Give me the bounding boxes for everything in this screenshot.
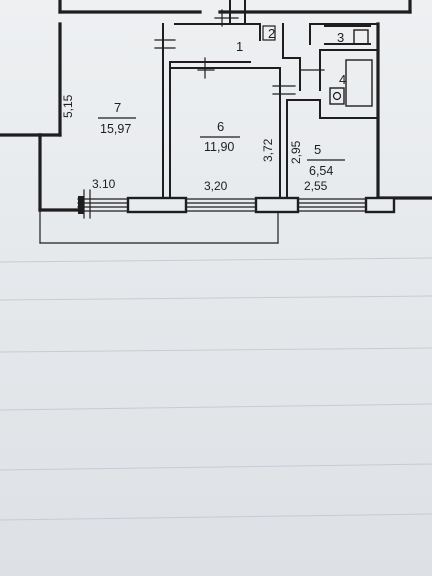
cabinet-icon: [262, 25, 276, 41]
windows: [77, 196, 396, 214]
exterior-walls: [0, 0, 432, 212]
room-6-number: 6: [217, 119, 224, 134]
room-6-area: 11,90: [204, 140, 234, 154]
window-pier: [78, 196, 84, 214]
dimension-room-7-height: 5,15: [61, 94, 75, 118]
room-2-number: 2: [268, 26, 275, 41]
bathtub-icon: [345, 59, 373, 107]
room-1-number: 1: [236, 39, 243, 54]
room-5-area: 6,54: [309, 164, 333, 178]
dimension-room-7-width: 3.10: [92, 177, 116, 191]
room-4-number: 4: [339, 72, 346, 87]
background-lines: [0, 257, 432, 521]
bathroom-fixtures: [329, 29, 373, 107]
dimension-room-5-width: 2,55: [304, 179, 328, 193]
room-7-number: 7: [114, 100, 121, 115]
window-frame-middle: [254, 196, 300, 214]
dimension-room-6-width: 3,20: [204, 179, 228, 193]
drain-icon: [332, 91, 342, 101]
room-3-number: 3: [337, 30, 344, 45]
dimension-room-6-height: 3,72: [261, 138, 275, 162]
room-5-number: 5: [314, 142, 321, 157]
window-frame-right: [364, 196, 396, 214]
window-frame-left: [126, 196, 188, 214]
room-7-area: 15,97: [100, 122, 131, 136]
door-marks: [83, 9, 325, 219]
sink-icon: [329, 87, 345, 105]
toilet-icon: [353, 29, 369, 45]
balcony-outline: [39, 209, 279, 244]
dimension-room-5-height: 2,95: [289, 140, 303, 164]
